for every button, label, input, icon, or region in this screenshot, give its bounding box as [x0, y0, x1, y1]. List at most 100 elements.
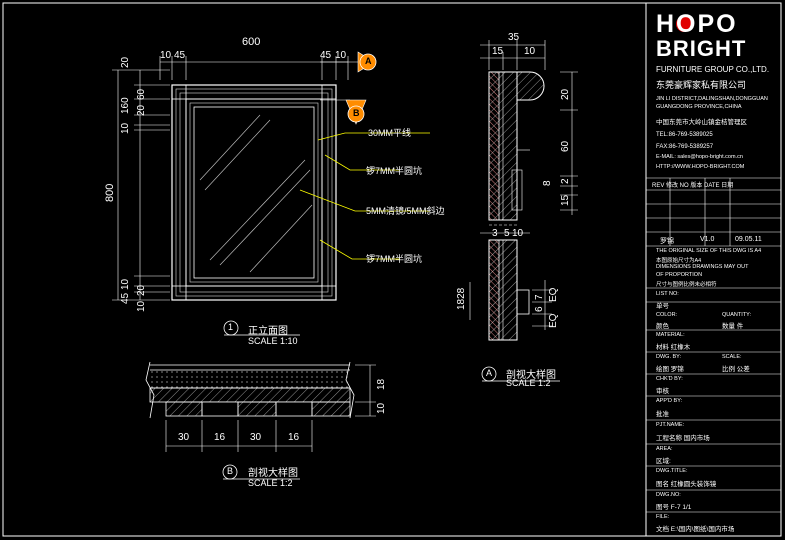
- field-pjt-value: 工程名称 国内市场: [656, 435, 710, 442]
- field-appd-label: APP'D BY:: [656, 398, 683, 404]
- address-cn: 中国东莞市大岭山镇金桔管理区: [656, 119, 747, 126]
- disclaimer-3: DIMENSIONS DRAWINGS MAY OUT: [656, 264, 749, 270]
- elev-dim-top-3: 600: [242, 36, 261, 48]
- field-dwg-title-label: DWG.TITLE:: [656, 468, 688, 474]
- secA-dim-right-5: 15: [560, 194, 571, 206]
- secB-dim-2: 16: [214, 432, 226, 443]
- address-en-2: GUANGDONG PROVINCE,CHINA: [656, 104, 742, 110]
- elev-dim-top-1: 10: [160, 50, 172, 61]
- secA-dim-mid-2: 5: [504, 228, 510, 239]
- field-dwg-no-value: 图号 F-7 1/1: [656, 504, 692, 511]
- field-dwg-no-label: DWG.NO:: [656, 492, 681, 498]
- secA-dim-right-1: 20: [560, 88, 571, 100]
- callout-a-letter: A: [365, 56, 372, 66]
- secA-dim-top-2: 15: [492, 46, 504, 57]
- elevation-view: [112, 51, 430, 336]
- company-cn: 东莞豪辉家私有限公司: [656, 80, 747, 90]
- http: HTTP://WWW.HOPO-BRIGHT.COM: [656, 164, 745, 170]
- section-b-view: [145, 361, 376, 480]
- disclaimer-5: 尺寸与图例比例未必相符: [656, 282, 717, 288]
- callout-b-letter: B: [353, 108, 360, 118]
- revision-by: 罗锦: [660, 238, 674, 245]
- secA-scale: SCALE 1:2: [506, 378, 551, 388]
- field-dwg-by-value: 绘图 罗锦: [656, 366, 684, 373]
- disclaimer-1: THE ORIGINAL SIZE OF THIS DWG IS A4: [656, 248, 762, 254]
- disclaimer-4: OF PROPORTION: [656, 272, 703, 278]
- company-group: FURNITURE GROUP CO.,LTD.: [656, 65, 770, 74]
- field-area-label: AREA:: [656, 446, 673, 452]
- elevation-top-dimensions: [159, 56, 349, 80]
- secB-title-letter: B: [227, 466, 234, 476]
- glass-reflection-lines: [199, 114, 313, 273]
- field-color-value: 颜色: [656, 323, 669, 330]
- field-scale-label: SCALE:: [722, 354, 742, 360]
- elev-dim-left-5: 10: [120, 122, 131, 134]
- secA-dim-right-4: 2: [560, 178, 571, 184]
- secA-dim-lower-2: 6: [534, 306, 545, 312]
- secA-dim-top-3: 10: [524, 46, 536, 57]
- field-dwg-by-label: DWG. BY:: [656, 354, 682, 360]
- elev-dim-left-1: 20: [120, 56, 131, 68]
- field-chkd-label: CHK'D BY:: [656, 376, 683, 382]
- field-material-value: 材料 红橡木: [656, 344, 691, 351]
- secB-title: 剖视大样图: [248, 468, 298, 479]
- revision-header: REV 修改 NO 版本 DATE 日期: [652, 183, 734, 189]
- field-file-label: FILE:: [656, 514, 670, 520]
- section-b-dimensions: [165, 364, 376, 452]
- field-color-label: COLOR:: [656, 312, 678, 318]
- note-groove-2: 锣7MM半圆坑: [366, 254, 422, 264]
- elev-dim-left-3: 160: [120, 97, 131, 114]
- field-quantity-label: QUANTITY:: [722, 312, 752, 318]
- elev-dim-left-2: 60: [136, 88, 147, 100]
- secA-dim-lower-1: 7: [534, 294, 545, 300]
- disclaimer-2: 本图原始尺寸为A4: [656, 258, 702, 264]
- logo-red-dot: [676, 16, 692, 32]
- mirror-glass: [193, 106, 315, 279]
- revision-date: 09.05.11: [735, 236, 762, 243]
- elevation-left-dimensions: [112, 69, 170, 301]
- section-a-dimensions: [469, 40, 578, 330]
- mirror-outer-frame: [171, 84, 337, 301]
- secA-dim-left: 1828: [456, 287, 467, 310]
- secB-dim-right-2: 18: [376, 378, 387, 390]
- secA-dim-right-2: 60: [560, 140, 571, 152]
- field-pjt-label: PJT.NAME:: [656, 422, 685, 428]
- secA-title: 剖视大样图: [506, 370, 556, 381]
- fax: FAX:86-769-5389257: [656, 144, 714, 150]
- note-flat-line: 30MM平线: [368, 128, 412, 138]
- secB-dim-3: 30: [250, 432, 262, 443]
- field-scale-value: 比例 公差: [722, 366, 750, 373]
- secA-title-letter: A: [486, 368, 493, 378]
- secA-dim-mid-1: 3: [492, 228, 498, 239]
- section-a-view: [469, 40, 578, 382]
- field-dwg-title-value: 图名 红橡圆头装饰镜: [656, 481, 717, 488]
- field-list-no-value: 单号: [656, 303, 669, 310]
- elev-dim-left-bottom-3: 45: [120, 292, 131, 304]
- callout-a: [320, 51, 377, 73]
- elev-dim-left-4: 20: [136, 104, 147, 116]
- field-appd-value: 批准: [656, 411, 669, 418]
- titleblock-grid: [646, 177, 781, 513]
- logo-top: HOPO: [656, 10, 738, 38]
- field-chkd-value: 审核: [656, 388, 669, 395]
- elev-dim-left-bottom-1: 10: [120, 278, 131, 290]
- revision-version: V1.0: [700, 236, 715, 243]
- elev-dim-top-2: 45: [174, 50, 186, 61]
- section-a-rounded-edge: [516, 71, 545, 101]
- elev-dim-height: 800: [104, 183, 116, 202]
- field-list-no-label: LIST NO:: [656, 291, 679, 297]
- elev-dim-left-bottom-4: 10: [136, 300, 147, 312]
- secB-dim-right-1: 10: [376, 402, 387, 414]
- secB-scale: SCALE 1:2: [248, 478, 293, 488]
- secA-dim-lower-4: EQ: [548, 313, 559, 328]
- elev-dim-top-5: 10: [335, 50, 347, 61]
- note-groove-1: 锣7MM半圆坑: [366, 166, 422, 176]
- email: E-MAIL: sales@hopo-bright.com.cn: [656, 154, 743, 160]
- elevation-leaders: [299, 132, 430, 260]
- field-file-value: 文档 E:\国内\图纸\国内市场: [656, 526, 735, 533]
- corner-blocks: [171, 84, 337, 301]
- elev-title: 正立面图: [248, 326, 288, 337]
- field-area-value: 区域:: [656, 458, 671, 465]
